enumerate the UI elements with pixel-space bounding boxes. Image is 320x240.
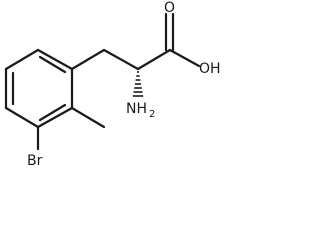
amino-label: NH	[126, 101, 147, 117]
molecule-structure: O OH NH 2 Br	[4, 0, 221, 169]
hydroxyl-label: OH	[199, 61, 221, 77]
carbonyl-carbon-bond	[136, 48, 172, 71]
methyl-bond	[70, 106, 106, 129]
ring-double-bond-top	[38, 55, 67, 74]
ring-bond-bottom-left	[4, 106, 40, 129]
ring-bond-top	[36, 48, 74, 71]
hydroxyl-bond	[168, 48, 201, 68]
ring-bond-top-left	[4, 48, 40, 71]
ring-bond-bottom-right	[36, 106, 74, 129]
alpha-carbon-bond	[102, 48, 140, 71]
oxygen-label: O	[164, 0, 175, 16]
amine-hashed-wedge	[132, 71, 144, 97]
ring-double-bond-bottom	[38, 103, 67, 122]
bromine-label: Br	[27, 153, 43, 169]
benzyl-bond	[70, 48, 106, 71]
benzene-ring	[4, 48, 74, 129]
amino-subscript: 2	[149, 109, 155, 120]
